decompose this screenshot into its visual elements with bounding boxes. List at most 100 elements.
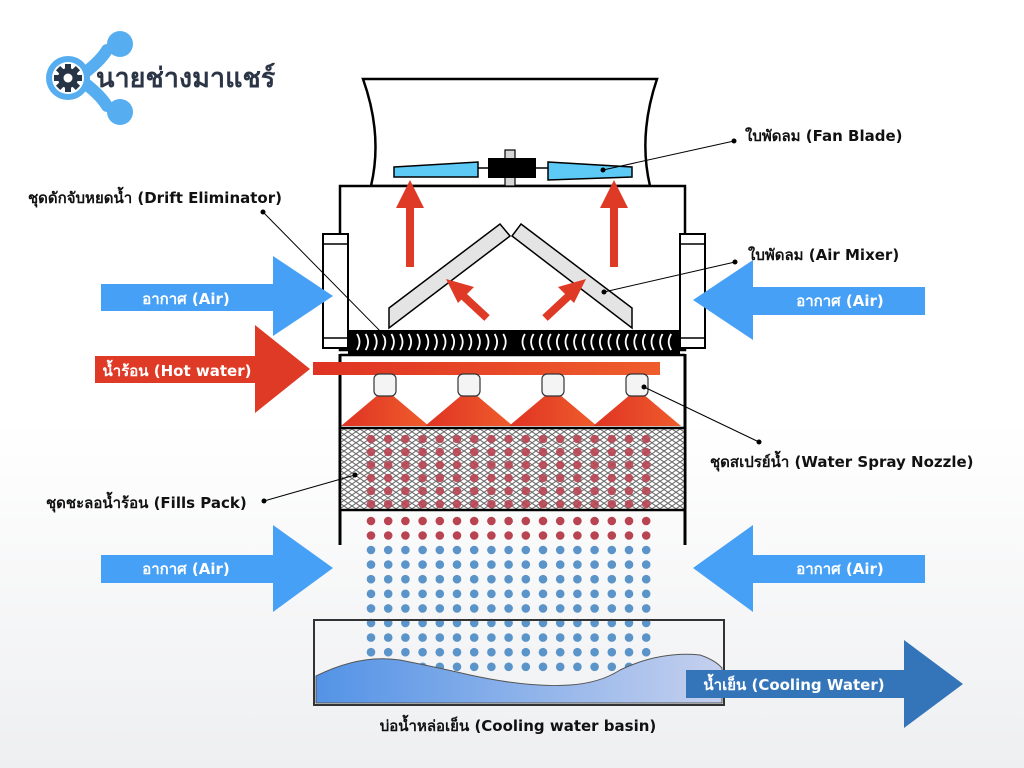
water-droplet xyxy=(366,516,376,526)
water-droplet xyxy=(590,574,599,584)
air-arrow-label: อากาศ (Air) xyxy=(142,560,230,578)
water-droplet xyxy=(624,545,634,555)
drift-slat xyxy=(642,333,647,351)
water-droplet xyxy=(504,460,513,470)
water-droplet xyxy=(573,499,582,509)
water-droplet xyxy=(573,574,582,584)
water-droplet xyxy=(366,499,376,509)
water-droplet xyxy=(435,589,445,599)
water-droplet xyxy=(538,473,548,483)
air-arrow-upper-right: อากาศ (Air) xyxy=(693,260,925,340)
drift-slat xyxy=(590,333,595,351)
water-droplet xyxy=(435,460,445,470)
water-droplet xyxy=(590,545,599,555)
water-droplet xyxy=(469,574,479,584)
water-droplet xyxy=(469,516,479,526)
water-droplet xyxy=(538,531,548,540)
water-droplet xyxy=(555,560,565,569)
water-droplet xyxy=(487,589,496,599)
water-droplet xyxy=(641,647,651,657)
water-droplet xyxy=(401,434,410,444)
water-droplet xyxy=(521,545,531,555)
water-droplet xyxy=(538,560,548,569)
water-droplet xyxy=(504,516,513,526)
water-droplet xyxy=(573,473,582,483)
water-droplet xyxy=(641,460,651,470)
water-droplet xyxy=(469,662,479,672)
water-droplet xyxy=(590,486,599,496)
water-droplet xyxy=(555,434,565,444)
water-droplet xyxy=(521,647,531,657)
logo: นายช่างมาแชร์ xyxy=(46,31,276,125)
water-droplet xyxy=(641,574,651,584)
water-droplet xyxy=(469,604,479,613)
air-inlet-louver-right xyxy=(679,233,706,349)
water-droplet xyxy=(487,460,496,470)
fan-blade xyxy=(393,149,633,187)
water-droplet xyxy=(418,560,427,569)
water-droplet xyxy=(573,560,582,569)
water-droplet xyxy=(487,662,496,672)
water-droplet xyxy=(624,447,634,457)
drift-slat xyxy=(382,333,387,351)
water-droplet xyxy=(641,604,651,613)
drift-slat xyxy=(468,333,473,351)
water-droplet xyxy=(366,531,376,540)
water-droplet xyxy=(504,545,513,555)
water-droplet xyxy=(383,434,393,444)
gear-icon xyxy=(54,64,82,92)
water-droplet xyxy=(366,604,376,613)
water-droplet xyxy=(555,499,565,509)
water-droplet xyxy=(435,574,445,584)
drift-slat xyxy=(485,333,490,351)
water-droplet xyxy=(401,499,410,509)
water-droplet xyxy=(383,545,393,555)
water-droplet xyxy=(469,531,479,540)
water-droplet xyxy=(590,604,599,613)
water-droplet xyxy=(521,589,531,599)
water-droplet xyxy=(383,647,393,657)
water-droplet xyxy=(624,460,634,470)
water-droplet xyxy=(521,531,531,540)
water-droplet xyxy=(624,647,634,657)
water-droplet xyxy=(487,434,496,444)
water-droplet xyxy=(573,545,582,555)
water-droplet xyxy=(383,560,393,569)
water-droplet xyxy=(401,447,410,457)
water-droplet xyxy=(418,604,427,613)
water-droplet xyxy=(538,574,548,584)
water-droplet xyxy=(401,560,410,569)
water-droplet xyxy=(487,499,496,509)
spray-nozzle xyxy=(457,373,481,397)
water-droplet xyxy=(504,560,513,569)
water-droplet xyxy=(366,647,376,657)
water-droplet xyxy=(555,447,565,457)
water-droplet xyxy=(555,473,565,483)
water-droplet xyxy=(418,574,427,584)
water-droplet xyxy=(487,486,496,496)
water-droplet xyxy=(607,545,617,555)
water-droplet xyxy=(607,604,617,613)
water-droplet xyxy=(452,486,462,496)
water-droplet xyxy=(624,473,634,483)
water-droplet xyxy=(418,516,427,526)
fills-pack-label: ชุดชะลอน้ำร้อน (Fills Pack) xyxy=(46,491,247,513)
drift-slat xyxy=(530,333,535,351)
water-droplet xyxy=(504,499,513,509)
drift-slat xyxy=(364,333,369,351)
water-droplet xyxy=(383,486,393,496)
drift-slat xyxy=(564,333,569,351)
water-droplet xyxy=(487,647,496,657)
water-droplet xyxy=(487,633,496,642)
water-droplet xyxy=(555,647,565,657)
water-droplet xyxy=(607,589,617,599)
water-droplet xyxy=(418,589,427,599)
spray-nozzle xyxy=(541,373,565,397)
water-droplet xyxy=(573,516,582,526)
water-droplet xyxy=(418,434,427,444)
water-droplet xyxy=(452,531,462,540)
water-droplet xyxy=(366,560,376,569)
water-droplet xyxy=(624,633,634,642)
fan-blade-label: ใบพัดลม (Fan Blade) xyxy=(745,127,903,145)
